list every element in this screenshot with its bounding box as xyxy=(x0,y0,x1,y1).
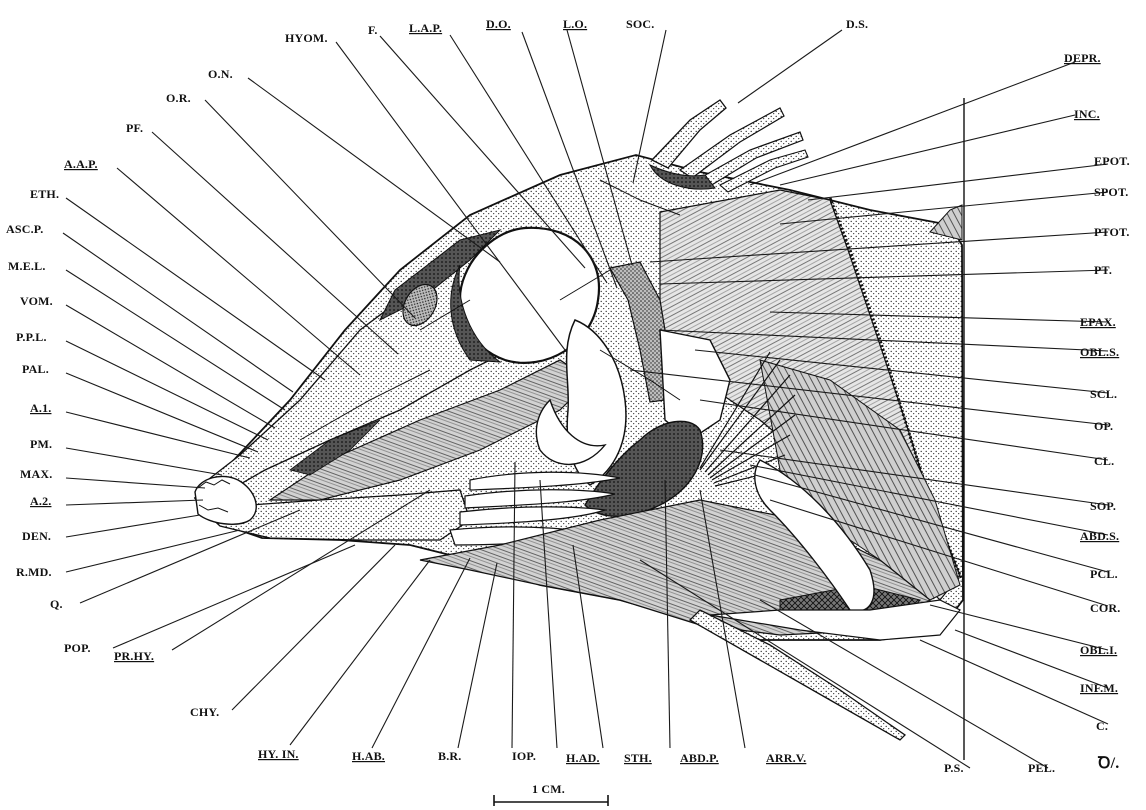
label-ps: P.S. xyxy=(944,761,964,775)
label-arrv: ARR.V. xyxy=(766,751,806,765)
label-soc: SOC. xyxy=(626,17,654,31)
label-f: F. xyxy=(368,23,378,37)
label-ascp: ASC.P. xyxy=(6,222,43,236)
label-a1: A.1. xyxy=(30,401,51,415)
label-lap: L.A.P. xyxy=(409,21,442,35)
label-epot: EPOT. xyxy=(1094,154,1130,168)
label-prhy: PR.HY. xyxy=(114,649,154,663)
label-infm: INF.M. xyxy=(1080,681,1118,695)
label-iop: IOP. xyxy=(512,749,536,763)
label-eth: ETH. xyxy=(30,187,59,201)
label-pop: POP. xyxy=(64,641,91,655)
label-q: Q. xyxy=(50,597,63,611)
label-spot: SPOT. xyxy=(1094,185,1128,199)
label-pal: PAL. xyxy=(22,362,49,376)
label-hab: H.AB. xyxy=(352,749,385,763)
label-ptot: PTOT. xyxy=(1094,225,1130,239)
label-c: C. xyxy=(1096,719,1108,733)
label-pel: PEL. xyxy=(1028,761,1055,775)
label-obli: OBL.I. xyxy=(1080,643,1117,657)
label-sop: SOP. xyxy=(1090,499,1116,513)
label-hyin: HY. IN. xyxy=(258,747,299,761)
label-vom: VOM. xyxy=(20,294,53,308)
label-mel: M.E.L. xyxy=(8,259,46,273)
label-pcl: PCL. xyxy=(1090,567,1118,581)
label-ppl: P.P.L. xyxy=(16,330,47,344)
label-a2: A.2. xyxy=(30,494,51,508)
label-inc: INC. xyxy=(1074,107,1100,121)
label-or: O.R. xyxy=(166,91,191,105)
labels-left: O.N. O.R. PF. A.A.P. ETH. ASC.P. M.E.L. … xyxy=(6,67,233,719)
label-op: OP. xyxy=(1094,419,1113,433)
label-den: DEN. xyxy=(22,529,51,543)
scale-bar: 1 CM. xyxy=(494,782,608,806)
label-cl: CL. xyxy=(1094,454,1114,468)
label-sth: STH. xyxy=(624,751,652,765)
label-rmd: R.MD. xyxy=(16,565,52,579)
labels-top: HYOM. F. L.A.P. D.O. L.O. SOC. D.S. xyxy=(285,17,868,45)
label-obls: OBL.S. xyxy=(1080,345,1119,359)
label-ds: D.S. xyxy=(846,17,868,31)
labels-bottom: HY. IN. H.AB. B.R. IOP. H.AD. STH. ABD.P… xyxy=(258,747,1055,775)
label-abdp: ABD.P. xyxy=(680,751,719,765)
label-pm: PM. xyxy=(30,437,52,451)
label-br: B.R. xyxy=(438,749,461,763)
label-chy: CHY. xyxy=(190,705,219,719)
label-abds: ABD.S. xyxy=(1080,529,1119,543)
scale-bar-label: 1 CM. xyxy=(532,782,565,796)
label-do: D.O. xyxy=(486,17,511,31)
artist-signature: Ꝺ/. xyxy=(1097,755,1119,772)
label-had: H.AD. xyxy=(566,751,600,765)
label-on: O.N. xyxy=(208,67,233,81)
label-cor: COR. xyxy=(1090,601,1120,615)
label-scl: SCL. xyxy=(1090,387,1117,401)
label-lo: L.O. xyxy=(563,17,587,31)
label-depr: DEPR. xyxy=(1064,51,1101,65)
label-aap: A.A.P. xyxy=(64,157,98,171)
label-pt: PT. xyxy=(1094,263,1112,277)
labels-right: DEPR. INC. EPOT. SPOT. PTOT. PT. EPAX. O… xyxy=(1064,51,1130,733)
label-max: MAX. xyxy=(20,467,52,481)
fish-head-drawing xyxy=(195,100,963,740)
label-pf: PF. xyxy=(126,121,143,135)
label-epax: EPAX. xyxy=(1080,315,1116,329)
label-hyom: HYOM. xyxy=(285,31,328,45)
